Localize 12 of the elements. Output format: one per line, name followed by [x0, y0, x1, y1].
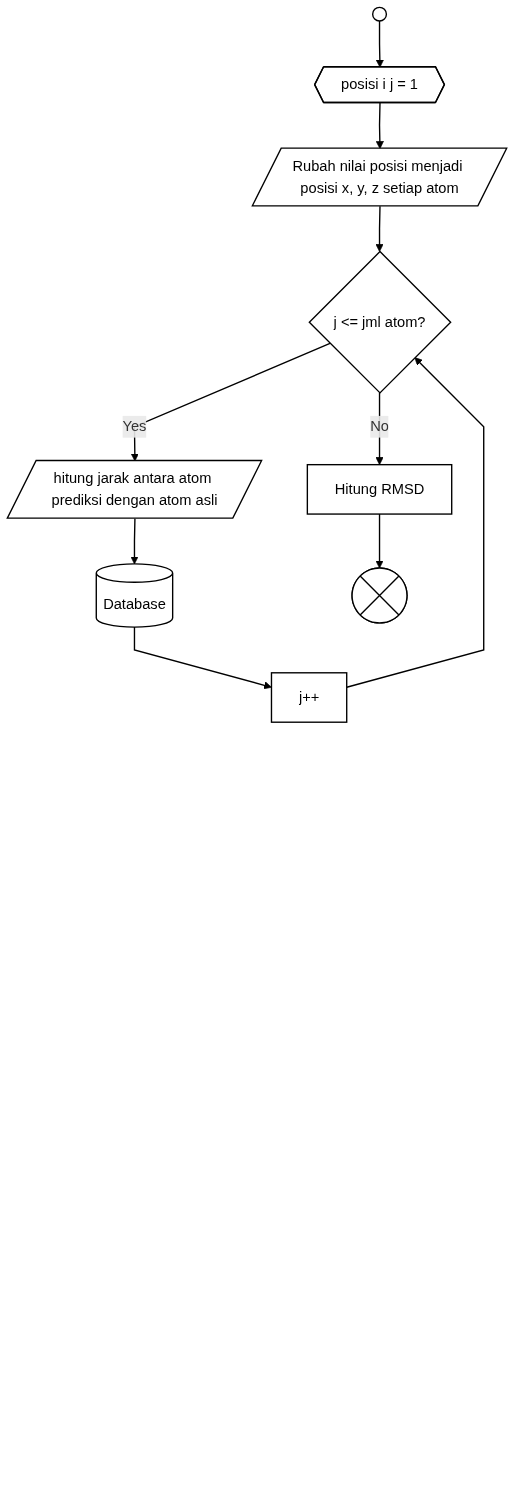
arrow: [375, 102, 384, 149]
node-box: Hitung RMSD: [306, 464, 453, 515]
edge-label: No: [370, 418, 389, 435]
edge-label: Yes: [122, 418, 147, 435]
node-box: j++: [270, 672, 348, 723]
arrow: [375, 513, 384, 569]
arrow: [346, 357, 485, 688]
arrow: [133, 626, 272, 690]
node-circle: [372, 6, 388, 22]
arrow: [375, 20, 384, 68]
arrow: [375, 205, 384, 252]
node-diamond: j <= jml atom?: [308, 250, 452, 394]
